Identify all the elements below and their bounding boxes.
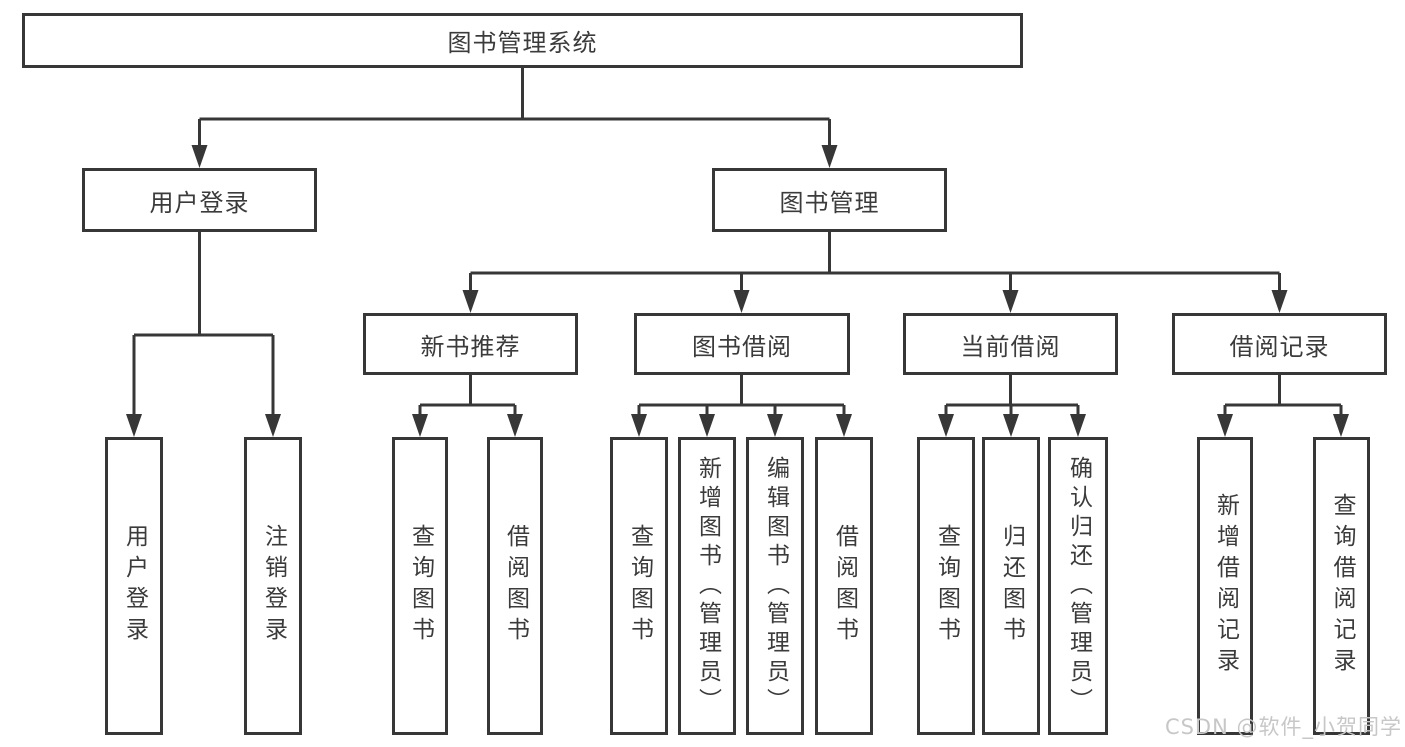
arrowhead [1002,290,1019,313]
arrowhead [1333,414,1349,437]
csdn-watermark: CSDN @软件_小贺同学 [1164,715,1402,739]
connector-new-book-children [412,375,523,437]
node-leaf-return-books: 归还图书 [982,437,1040,735]
node-leaf-query-books-current: 查询图书 [917,437,975,735]
arrowhead [126,414,142,437]
node-leaf-edit-books-admin: 编辑图书（管理员） [746,437,804,735]
node-leaf-query-books-recommend: 查询图书 [392,437,448,735]
arrowhead [836,414,852,437]
arrowhead [938,414,954,437]
arrowhead [1070,414,1086,437]
node-new-book-recommend: 新书推荐 [363,313,578,375]
arrowhead [733,290,750,313]
node-book-borrowing: 图书借阅 [634,313,850,375]
connector-book-management-children [462,232,1288,313]
node-leaf-query-books-borrowing: 查询图书 [610,437,668,735]
node-leaf-confirm-return-admin: 确认归还（管理员） [1048,437,1108,735]
arrowhead [462,290,479,313]
arrowhead [1271,290,1288,313]
arrowhead [1003,414,1019,437]
connector-root-to-level2 [191,68,838,168]
node-book-management: 图书管理 [712,168,947,232]
arrowhead [767,414,783,437]
connector-current-borrowing-children [938,375,1086,437]
node-borrowing-records: 借阅记录 [1172,313,1387,375]
node-leaf-query-borrow-record: 查询借阅记录 [1313,437,1370,735]
node-leaf-user-login: 用户登录 [105,437,163,735]
connector-user-login-children [126,232,281,437]
arrowhead [1217,414,1233,437]
arrowhead [507,414,523,437]
connector-borrowing-records-children [1217,375,1349,437]
node-leaf-borrow-books-recommend: 借阅图书 [487,437,543,735]
node-leaf-logout: 注销登录 [244,437,302,735]
arrowhead [265,414,281,437]
node-current-borrowing: 当前借阅 [903,313,1118,375]
node-leaf-borrow-books-borrowing: 借阅图书 [815,437,873,735]
arrowhead [821,145,838,168]
node-leaf-add-books-admin: 新增图书（管理员） [678,437,736,735]
connector-book-borrowing-children [631,375,852,437]
arrowhead [699,414,715,437]
arrowhead [412,414,428,437]
node-user-login: 用户登录 [82,168,317,232]
node-leaf-add-borrow-record: 新增借阅记录 [1197,437,1253,735]
node-library-management-system: 图书管理系统 [22,13,1023,68]
arrowhead [631,414,647,437]
arrowhead [191,145,208,168]
